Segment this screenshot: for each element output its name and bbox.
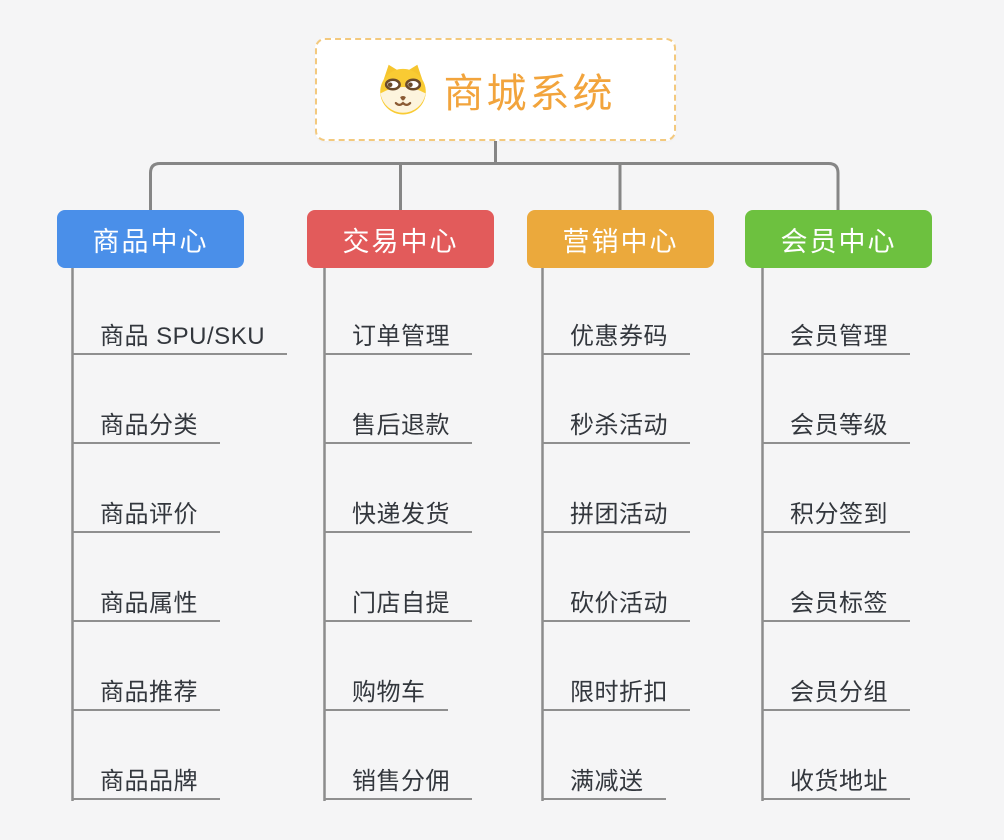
root-title: 商城系统 xyxy=(443,71,616,116)
doge-icon xyxy=(376,63,430,117)
leaf-node[interactable]: 会员标签 xyxy=(762,580,910,622)
leaf-node[interactable]: 商品推荐 xyxy=(72,669,220,711)
branch-node-product-center[interactable]: 商品中心 xyxy=(57,210,244,268)
branch-node-trade-center[interactable]: 交易中心 xyxy=(307,210,494,268)
leaf-node[interactable]: 商品分类 xyxy=(72,402,220,444)
leaf-node[interactable]: 秒杀活动 xyxy=(542,402,690,444)
leaf-node[interactable]: 购物车 xyxy=(324,669,448,711)
leaf-node[interactable]: 售后退款 xyxy=(324,402,472,444)
leaf-node[interactable]: 会员管理 xyxy=(762,313,910,355)
branch-bus-line xyxy=(149,162,840,210)
branch-node-marketing-center[interactable]: 营销中心 xyxy=(527,210,714,268)
leaf-node[interactable]: 限时折扣 xyxy=(542,669,690,711)
leaf-node[interactable]: 销售分佣 xyxy=(324,758,472,800)
leaf-node[interactable]: 会员分组 xyxy=(762,669,910,711)
leaf-node[interactable]: 商品评价 xyxy=(72,491,220,533)
leaf-node[interactable]: 商品属性 xyxy=(72,580,220,622)
leaf-node[interactable]: 优惠券码 xyxy=(542,313,690,355)
leaf-node[interactable]: 砍价活动 xyxy=(542,580,690,622)
leaf-node[interactable]: 订单管理 xyxy=(324,313,472,355)
leaf-node[interactable]: 门店自提 xyxy=(324,580,472,622)
leaf-node[interactable]: 积分签到 xyxy=(762,491,910,533)
leaf-node[interactable]: 满减送 xyxy=(542,758,666,800)
leaf-node[interactable]: 拼团活动 xyxy=(542,491,690,533)
root-node[interactable]: 商城系统 xyxy=(315,38,676,141)
leaf-node[interactable]: 会员等级 xyxy=(762,402,910,444)
branch-node-member-center[interactable]: 会员中心 xyxy=(745,210,932,268)
leaf-node[interactable]: 快递发货 xyxy=(324,491,472,533)
leaf-node[interactable]: 商品品牌 xyxy=(72,758,220,800)
leaf-node[interactable]: 商品 SPU/SKU xyxy=(72,313,288,355)
leaf-node[interactable]: 收货地址 xyxy=(762,758,910,800)
